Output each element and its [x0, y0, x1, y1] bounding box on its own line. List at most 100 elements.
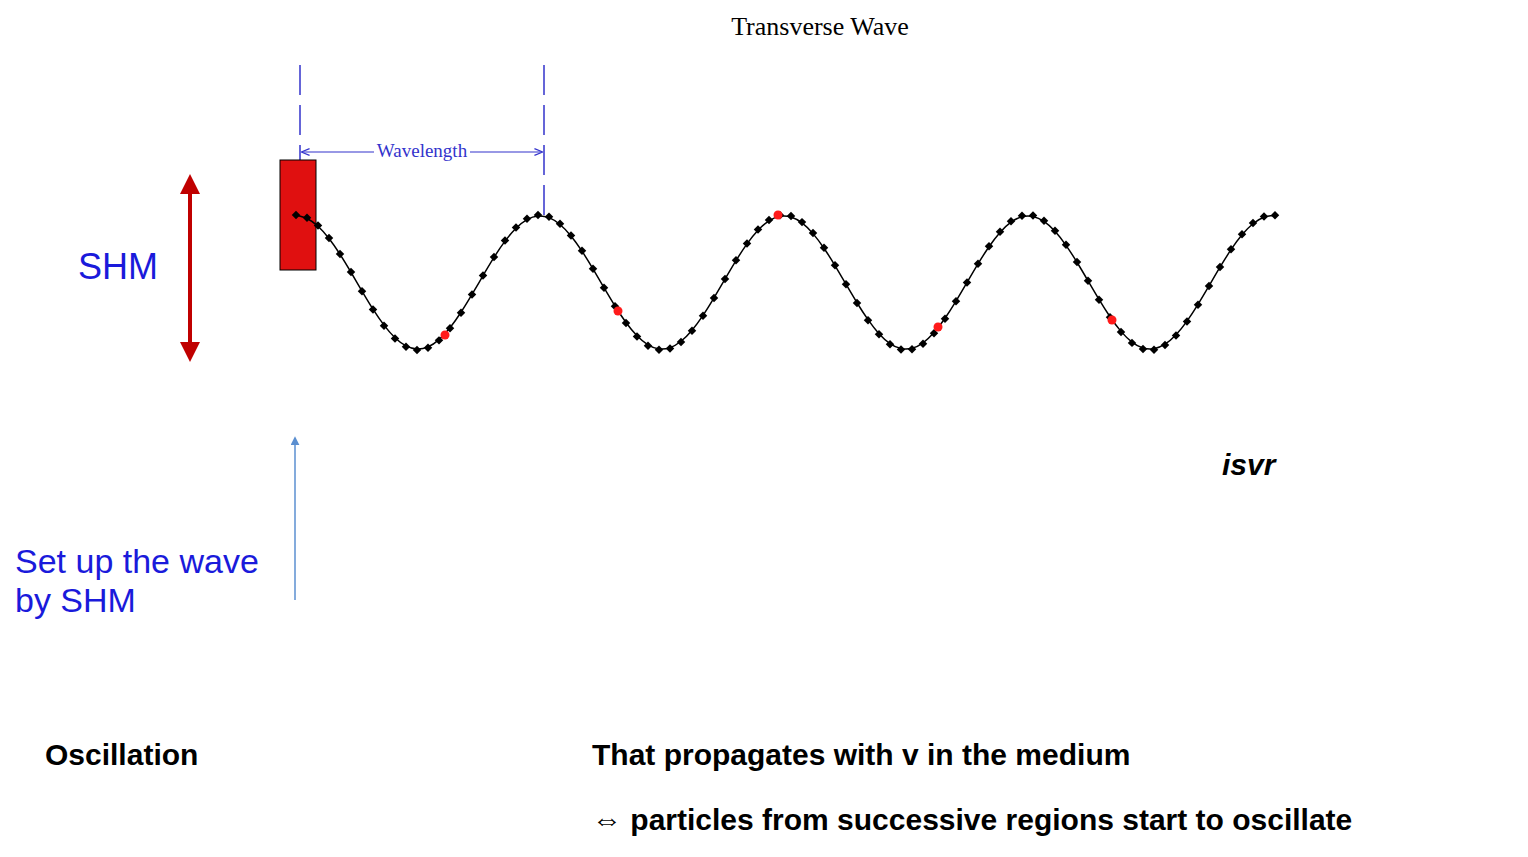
particle — [963, 278, 971, 286]
particle — [1051, 226, 1059, 234]
note: Set up the wave by SHM — [15, 542, 265, 620]
particle — [490, 253, 498, 261]
marked-particle — [614, 307, 623, 316]
marked-particle — [934, 323, 943, 332]
particle — [578, 247, 586, 255]
particle — [908, 345, 916, 353]
guide-line — [543, 65, 545, 215]
particle — [721, 275, 729, 283]
particle — [1095, 295, 1103, 303]
note: ⇔ particles from successive regions star… — [592, 803, 1352, 838]
particle — [1194, 300, 1202, 308]
particle — [479, 271, 487, 279]
pointer-arrow — [294, 438, 296, 600]
particle — [732, 256, 740, 264]
particle — [1128, 339, 1136, 347]
particle — [864, 316, 872, 324]
particle — [1216, 263, 1224, 271]
particle — [1084, 277, 1092, 285]
particle — [369, 305, 377, 313]
motion-label: SHM — [78, 246, 158, 287]
particle — [622, 319, 630, 327]
particle — [952, 297, 960, 305]
particle — [787, 212, 795, 220]
particle — [1073, 258, 1081, 266]
wave-line — [296, 215, 1275, 349]
particle — [468, 290, 476, 298]
marked-particle — [441, 331, 450, 340]
particle — [1117, 328, 1125, 336]
particle — [292, 211, 300, 219]
particle — [633, 332, 641, 340]
particle — [974, 259, 982, 267]
particle — [1018, 212, 1026, 220]
particle — [380, 321, 388, 329]
particle — [1161, 341, 1169, 349]
particle — [325, 234, 333, 242]
particle — [842, 280, 850, 288]
marked-particle — [774, 211, 783, 220]
particle — [853, 299, 861, 307]
wave-particles — [292, 211, 1279, 354]
particle — [1205, 282, 1213, 290]
shm-arrow — [188, 178, 192, 358]
particle — [820, 244, 828, 252]
particle — [1150, 345, 1158, 353]
particle — [1183, 317, 1191, 325]
particle — [798, 218, 806, 226]
particle — [1062, 241, 1070, 249]
oscillator-block — [280, 160, 316, 270]
particle — [336, 250, 344, 258]
particle — [512, 223, 520, 231]
particle — [391, 334, 399, 342]
particle — [501, 236, 509, 244]
particle — [831, 261, 839, 269]
particle — [1040, 216, 1048, 224]
particle — [765, 216, 773, 224]
particle — [655, 346, 663, 354]
particle — [1139, 345, 1147, 353]
particle — [534, 211, 542, 219]
particle — [600, 283, 608, 291]
particle — [875, 330, 883, 338]
particle — [358, 287, 366, 295]
particle — [897, 345, 905, 353]
diagram-title: Transverse Wave — [731, 12, 909, 42]
particle — [545, 213, 553, 221]
particle — [556, 220, 564, 228]
particle — [886, 340, 894, 348]
particle — [743, 239, 751, 247]
particle — [677, 338, 685, 346]
marked-particle — [1108, 316, 1117, 325]
particle — [314, 221, 322, 229]
particle — [1227, 245, 1235, 253]
particle — [985, 242, 993, 250]
particle — [666, 344, 674, 352]
marked-particles — [441, 211, 1117, 340]
particle — [402, 343, 410, 351]
particle — [1172, 331, 1180, 339]
particle — [941, 314, 949, 322]
particle — [523, 215, 531, 223]
note: Oscillation — [45, 738, 198, 773]
particle — [1238, 230, 1246, 238]
particle — [809, 229, 817, 237]
particle — [919, 339, 927, 347]
particle — [1260, 212, 1268, 220]
particle — [1007, 217, 1015, 225]
particle — [347, 268, 355, 276]
particle — [457, 308, 465, 316]
particle — [424, 344, 432, 352]
particle — [754, 225, 762, 233]
particle — [413, 346, 421, 354]
particle — [567, 231, 575, 239]
particle — [589, 264, 597, 272]
particle — [1249, 219, 1257, 227]
particle — [699, 312, 707, 320]
note: That propagates with v in the medium — [592, 738, 1130, 773]
particle — [303, 213, 311, 221]
particle — [710, 294, 718, 302]
particle — [688, 327, 696, 335]
particle — [996, 228, 1004, 236]
